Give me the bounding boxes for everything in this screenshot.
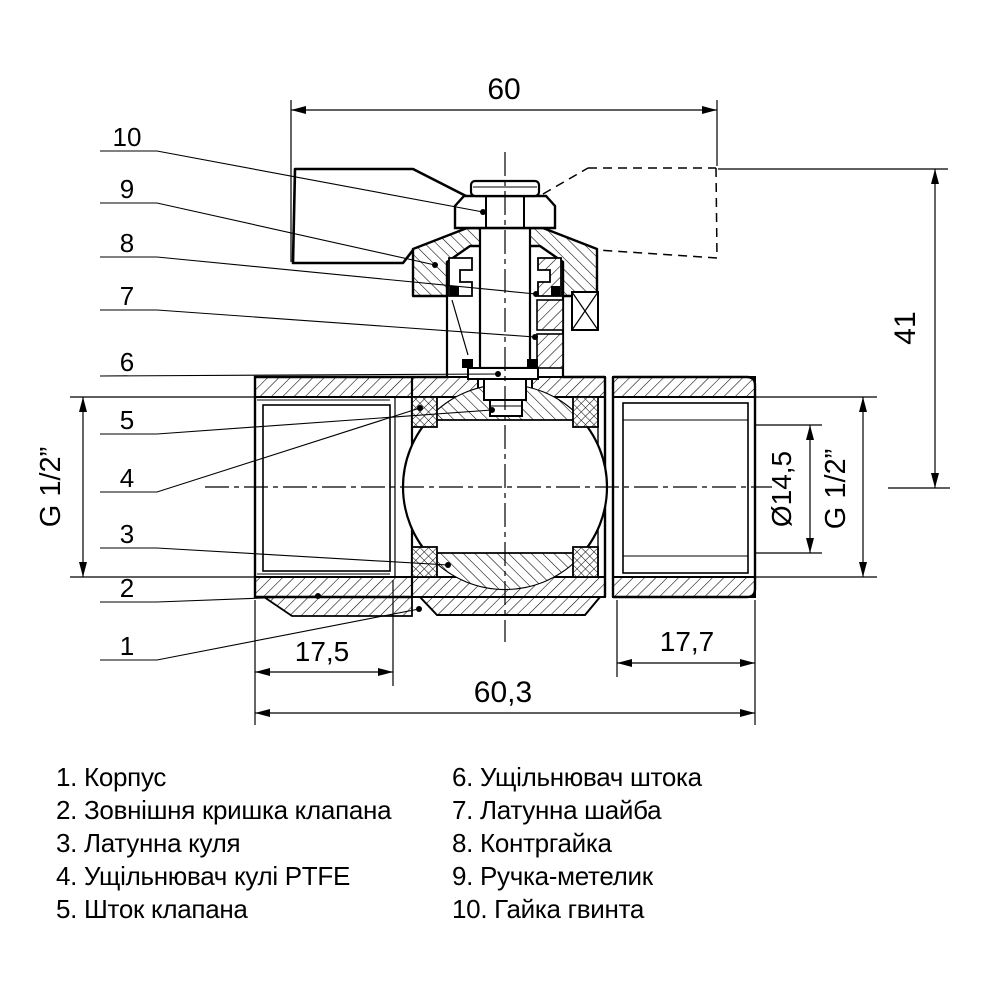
- callout-4: 4: [120, 463, 134, 493]
- dimension-left-port: [254, 580, 394, 725]
- ptfe-seat: [572, 396, 599, 428]
- parts-list-item: 1. Корпус: [56, 762, 167, 792]
- cap-bottom-flange: [261, 596, 413, 617]
- callout-5: 5: [120, 405, 134, 435]
- dimension-handle-width: [290, 100, 718, 262]
- dim-text-thread-left: G 1/2”: [35, 447, 67, 528]
- parts-list-item: 6. Ущільнювач штока: [452, 762, 702, 792]
- dimension-thread-left: [70, 396, 258, 578]
- parts-list-item: 5. Шток клапана: [56, 894, 248, 924]
- parts-list-item: 3. Латунна куля: [56, 828, 241, 858]
- dimension-thread-right: [755, 396, 877, 578]
- callout-10: 10: [113, 122, 142, 152]
- parts-list-item: 4. Ущільнювач кулі PTFE: [56, 861, 350, 891]
- ptfe-seat: [411, 396, 438, 428]
- parts-list-left-column: 1. Корпус 2. Зовнішня кришка клапана 3. …: [56, 761, 392, 926]
- dim-text-left-port: 17,5: [295, 636, 350, 667]
- lock-nut: [536, 299, 564, 331]
- brass-washer: [536, 333, 564, 369]
- dimension-total-length: [255, 709, 755, 717]
- callout-6: 6: [120, 347, 134, 377]
- dim-text-right-port: 17,7: [660, 626, 715, 657]
- dimensions: [70, 100, 950, 725]
- parts-list-item: 8. Контргайка: [452, 828, 612, 858]
- callout-9: 9: [120, 174, 134, 204]
- dimension-height: [718, 168, 950, 489]
- callout-2: 2: [120, 573, 134, 603]
- dimension-right-port: [616, 600, 756, 725]
- ptfe-seat: [572, 546, 599, 578]
- parts-list-item: 9. Ручка-метелик: [452, 861, 653, 891]
- dim-text-total-length: 60,3: [474, 676, 532, 709]
- handle-wing-right-phantom: [542, 167, 718, 259]
- callout-3: 3: [120, 519, 134, 549]
- body-bottom-boss: [417, 596, 603, 616]
- left-port-bore: [262, 404, 391, 572]
- stem-flange: [467, 367, 539, 380]
- dim-text-bore: Ø14,5: [766, 451, 797, 527]
- dim-text-handle-width: 60: [487, 73, 520, 106]
- dim-text-height: 41: [889, 311, 922, 344]
- callout-7: 7: [120, 281, 134, 311]
- valve-body: [253, 375, 757, 617]
- callout-1: 1: [120, 631, 134, 661]
- parts-list-item: 2. Зовнішня кришка клапана: [56, 795, 392, 825]
- stem-tang: [489, 399, 523, 417]
- parts-list-item: 10. Гайка гвинта: [452, 894, 645, 924]
- ptfe-seat: [411, 546, 438, 578]
- right-port-bore: [622, 402, 749, 574]
- centerlines: [205, 152, 772, 642]
- callout-8: 8: [120, 228, 134, 258]
- dim-text-thread-right: G 1/2”: [820, 449, 852, 530]
- parts-list-item: 7. Латунна шайба: [452, 795, 662, 825]
- callout-leaders: [99, 150, 539, 661]
- callout-numbers: 10 9 8 7 6 5 4 3 2 1: [113, 122, 142, 661]
- dimension-bore: [755, 424, 822, 554]
- parts-list-right-column: 6. Ущільнювач штока 7. Латунна шайба 8. …: [452, 761, 702, 926]
